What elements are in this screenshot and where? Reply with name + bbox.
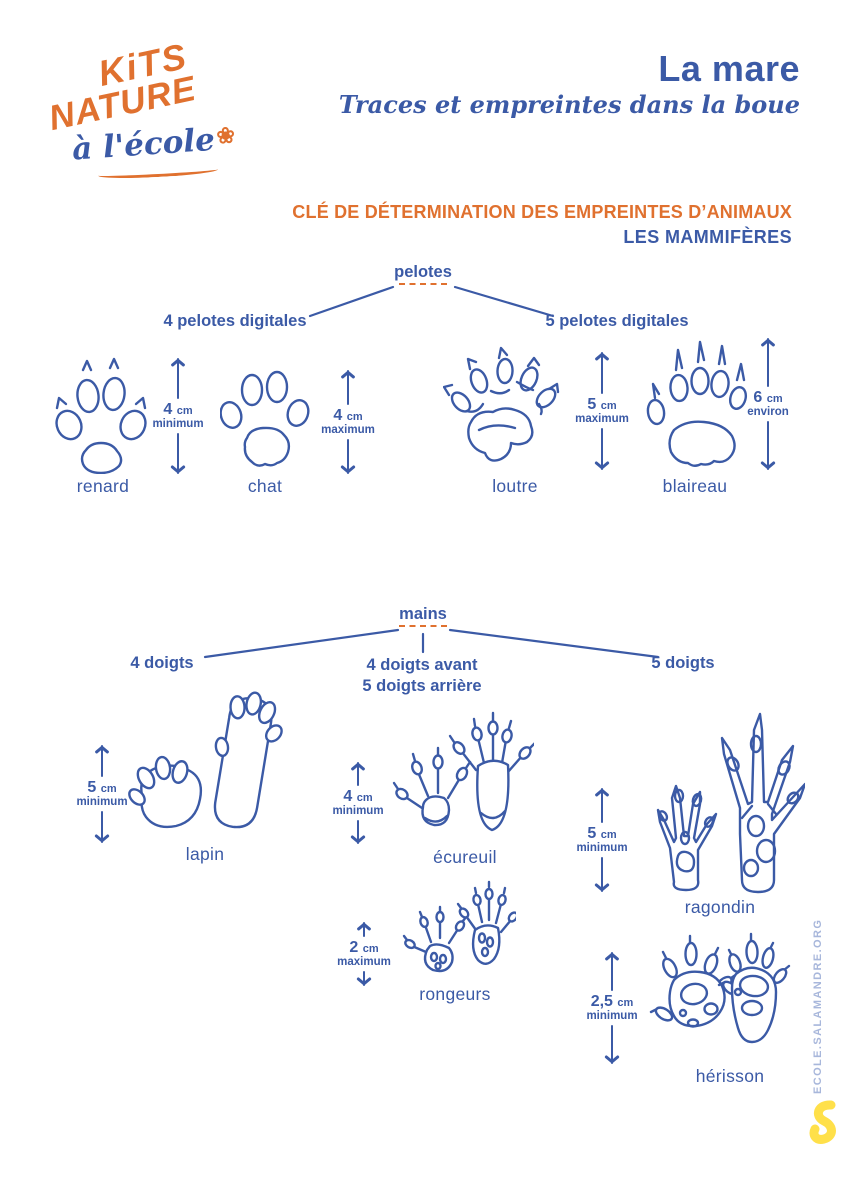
tree-pelotes-root: pelotes	[368, 263, 478, 285]
measure-unit: cm	[356, 791, 373, 804]
arrow-down-icon	[362, 971, 366, 987]
measure-unit: cm	[600, 399, 617, 412]
measure-value: 4	[163, 400, 173, 418]
arrow-down-icon	[356, 820, 360, 845]
arrow-up-icon	[362, 922, 366, 937]
animal-label-blaireau: blaireau	[662, 476, 728, 496]
animal-label-lapin: lapin	[185, 844, 225, 864]
measure-ragondin: 5 cm minimum	[570, 788, 634, 893]
flower-icon: ❀	[215, 122, 236, 150]
kits-nature-logo: KiTS NATURE à l'école❀	[40, 30, 260, 190]
animal-label-ecureuil: écureuil	[433, 847, 497, 867]
arrow-down-icon	[610, 1025, 614, 1065]
branch-5-doigts: 5 doigts	[651, 654, 715, 672]
measure-qualifier: maximum	[337, 956, 391, 969]
measure-qualifier: minimum	[152, 418, 204, 431]
arrow-up-icon	[600, 788, 604, 823]
herisson-print-drawing	[649, 932, 791, 1044]
ecureuil-print-drawing	[392, 711, 534, 832]
tree-pelotes-root-label: pelotes	[394, 263, 452, 281]
mains-dashed-underline	[399, 625, 447, 627]
measure-unit: cm	[100, 782, 117, 795]
arrow-down-icon	[600, 428, 604, 471]
measure-value: 4	[333, 406, 343, 424]
measure-unit: cm	[617, 996, 634, 1009]
arrow-up-icon	[766, 338, 770, 387]
animal-label-rongeurs: rongeurs	[419, 984, 491, 1004]
measure-unit: cm	[766, 392, 783, 405]
renard-print-drawing	[55, 357, 147, 474]
arrow-down-icon	[100, 811, 104, 844]
measure-value: 5	[87, 778, 97, 796]
ragondin-print-drawing	[656, 712, 805, 894]
animal-label-renard: renard	[76, 476, 130, 496]
measure-loutre: 5 cm maximum	[570, 352, 634, 471]
branch-4-avant-5-arriere: 4 doigts avant 5 doigts arrière	[332, 655, 512, 698]
animal-label-herisson: hérisson	[695, 1066, 765, 1086]
measure-value: 5	[587, 395, 597, 413]
animal-label-chat: chat	[247, 476, 283, 496]
tree-mains-connector	[203, 628, 660, 659]
arrow-down-icon	[766, 421, 770, 471]
measure-qualifier: environ	[747, 406, 789, 419]
measure-blaireau: 6 cm environ	[736, 338, 800, 471]
measure-unit: cm	[600, 828, 617, 841]
measure-qualifier: minimum	[76, 796, 128, 809]
measure-qualifier: minimum	[576, 842, 628, 855]
key-title-line2: LES MAMMIFÈRES	[623, 227, 792, 247]
loutre-print-drawing	[443, 346, 560, 462]
branch-center-line2: 5 doigts arrière	[362, 677, 482, 696]
tree-mains-root: mains	[368, 605, 478, 627]
arrow-up-icon	[610, 952, 614, 991]
branch-center-line1: 4 doigts avant	[366, 656, 478, 674]
rongeurs-print-drawing	[402, 880, 516, 973]
measure-value: 6	[753, 388, 763, 406]
tree-mains-root-label: mains	[399, 605, 447, 623]
measure-renard: 4 cm minimum	[146, 358, 210, 475]
tree-pelotes-connector	[308, 285, 555, 318]
measure-qualifier: maximum	[321, 424, 375, 437]
arrow-up-icon	[100, 745, 104, 777]
key-title-line1: CLÉ DE DÉTERMINATION DES EMPREINTES D’AN…	[292, 202, 792, 222]
measure-unit: cm	[362, 942, 379, 955]
measure-qualifier: minimum	[332, 805, 384, 818]
measure-ecureuil: 4 cm minimum	[326, 762, 390, 845]
animal-label-loutre: loutre	[492, 476, 538, 496]
arrow-down-icon	[600, 857, 604, 893]
branch-4-doigts: 4 doigts	[130, 654, 194, 672]
measure-lapin: 5 cm minimum	[70, 745, 134, 844]
chat-print-drawing	[220, 370, 310, 467]
salamandre-logo-icon	[809, 1100, 836, 1144]
measure-value: 4	[343, 787, 353, 805]
measure-unit: cm	[176, 404, 193, 417]
blaireau-print-drawing	[646, 340, 748, 467]
page-title: La mare	[658, 48, 800, 89]
arrow-up-icon	[600, 352, 604, 394]
arrow-down-icon	[176, 433, 180, 475]
measure-value: 2	[349, 938, 359, 956]
lapin-print-drawing	[128, 691, 283, 829]
page-subtitle: Traces et empreintes dans la boue	[338, 90, 800, 119]
measure-rongeurs: 2 cm maximum	[332, 922, 396, 987]
measure-herisson: 2,5 cm minimum	[580, 952, 644, 1065]
pelotes-dashed-underline	[399, 283, 447, 285]
website-vertical-text: ECOLE.SALAMANDRE.ORG	[812, 918, 824, 1094]
measure-value: 5	[587, 824, 597, 842]
measure-chat: 4 cm maximum	[316, 370, 380, 475]
branch-5-pelotes: 5 pelotes digitales	[545, 312, 689, 330]
animal-label-ragondin: ragondin	[684, 897, 756, 917]
measure-qualifier: minimum	[586, 1010, 638, 1023]
arrow-up-icon	[356, 762, 360, 786]
measure-qualifier: maximum	[575, 413, 629, 426]
arrow-down-icon	[346, 439, 350, 475]
logo-underline	[97, 164, 219, 181]
measure-value: 2,5	[590, 992, 613, 1010]
arrow-up-icon	[176, 358, 180, 399]
measure-unit: cm	[346, 410, 363, 423]
arrow-up-icon	[346, 370, 350, 405]
branch-4-pelotes: 4 pelotes digitales	[163, 312, 307, 330]
